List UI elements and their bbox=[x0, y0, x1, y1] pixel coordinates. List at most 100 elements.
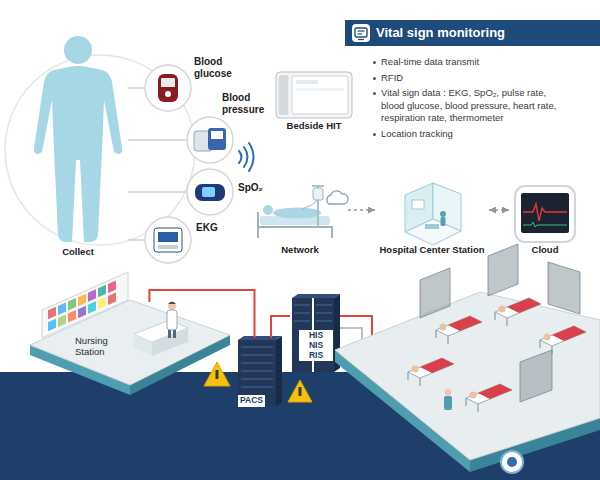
ward-bed-part-part bbox=[408, 358, 454, 378]
bedside-terminal-part bbox=[296, 80, 318, 84]
bullet-row: Location tracking bbox=[372, 128, 594, 141]
wireless-symbol-part bbox=[239, 151, 242, 163]
header-band-part bbox=[355, 28, 367, 37]
connector bbox=[489, 209, 509, 210]
logo-badge-part bbox=[507, 457, 517, 467]
network-bed-illustration-part bbox=[302, 200, 318, 209]
nursing-platform-part bbox=[42, 272, 128, 338]
pacs-server-part-part bbox=[241, 363, 273, 364]
ward-bed bbox=[408, 298, 586, 412]
device-icon bbox=[144, 216, 192, 264]
pacs-server-part bbox=[276, 336, 282, 406]
ward-bed-part-part bbox=[466, 384, 512, 404]
nursing-platform-part-part bbox=[68, 298, 76, 311]
station-area: Nursing Station bbox=[48, 302, 178, 370]
device-circle: SpO₂ bbox=[186, 168, 234, 216]
header-band-part bbox=[345, 20, 600, 46]
ward-bed-part bbox=[444, 396, 452, 410]
his-server-part-part bbox=[294, 313, 310, 314]
device-icon-part bbox=[195, 184, 225, 201]
ward-bed-part-part bbox=[495, 298, 541, 318]
device-icon-part bbox=[145, 217, 191, 263]
pacs-server-part-part bbox=[241, 387, 273, 388]
connector bbox=[271, 316, 290, 338]
node-label: EKG bbox=[196, 222, 236, 234]
device-circle: Blood glucose bbox=[144, 64, 192, 112]
ward-bed-part-part bbox=[552, 346, 553, 354]
node-label: SpO₂ bbox=[238, 182, 278, 194]
ward-bed-part-part bbox=[448, 336, 449, 344]
nursing-platform-part-part bbox=[98, 297, 106, 310]
patient-figure: Collect bbox=[28, 30, 128, 262]
terminal-box: Bedside HIT bbox=[274, 70, 354, 138]
pacs-server-part-part bbox=[241, 371, 273, 372]
warning-triangle-part bbox=[204, 362, 230, 386]
nursing-platform-part-part bbox=[58, 302, 66, 315]
node-label: Collect bbox=[28, 246, 128, 257]
nursing-platform-part bbox=[48, 280, 116, 331]
ward-bed-part-part bbox=[412, 366, 419, 373]
ward-bed-part bbox=[436, 316, 482, 344]
ward-bed-part-part bbox=[436, 330, 437, 338]
network-bed-illustration-part bbox=[327, 191, 348, 204]
network-bed-illustration-part bbox=[312, 185, 324, 187]
his-server bbox=[292, 294, 340, 372]
feature-note: Real-time data transmit bbox=[381, 56, 571, 69]
connector bbox=[128, 191, 186, 193]
node-label: Cloud bbox=[509, 244, 581, 255]
ward-bed-part-part bbox=[478, 384, 512, 399]
ward-partition-part bbox=[520, 350, 552, 402]
ward-bed-part-part bbox=[552, 326, 586, 341]
wireless-symbol-part bbox=[249, 143, 254, 171]
server-rack: PACS bbox=[232, 338, 282, 416]
stage-box: Network bbox=[252, 180, 348, 260]
his-server-part bbox=[294, 305, 332, 321]
device-icon bbox=[186, 116, 234, 164]
network-bed-illustration-part bbox=[273, 208, 321, 219]
ward-bed-part-part bbox=[540, 340, 541, 348]
device-circle: EKG bbox=[144, 216, 192, 264]
bedside-terminal-part bbox=[279, 75, 289, 115]
node-label: Hospital Center Station bbox=[375, 244, 489, 255]
nursing-platform-part bbox=[134, 334, 152, 356]
ward-bed-part-part bbox=[478, 404, 479, 412]
warning-triangle-part bbox=[299, 387, 302, 396]
nursing-platform-part-part bbox=[78, 306, 86, 319]
nursing-platform-part-part bbox=[88, 289, 96, 302]
device-icon-part bbox=[165, 91, 171, 97]
server-rack: HIS NIS RIS bbox=[290, 294, 338, 374]
title-band: Vital sign monitoring bbox=[376, 20, 505, 46]
node-label: Bedside HIT bbox=[274, 120, 354, 131]
bullet-dot bbox=[373, 92, 376, 95]
connector bbox=[128, 139, 186, 141]
nursing-platform-part-part bbox=[78, 294, 86, 307]
network-bed-illustration bbox=[258, 186, 348, 238]
node-label: Blood glucose bbox=[194, 56, 244, 79]
header-band-part bbox=[358, 39, 364, 40]
ward-bed-part-part bbox=[499, 306, 506, 313]
nursing-platform-part-part bbox=[108, 280, 116, 293]
device-icon-part bbox=[211, 131, 223, 139]
nursing-platform-part-part bbox=[48, 319, 56, 332]
his-server-part-part bbox=[294, 305, 310, 306]
cloud-monitor-illustration-part bbox=[515, 186, 575, 242]
pacs-server-part-part bbox=[241, 347, 273, 348]
diagram-title: Vital sign monitoring bbox=[376, 20, 505, 46]
nursing-platform-part bbox=[168, 330, 171, 338]
his-server-part-part bbox=[316, 305, 332, 306]
ward-bed-part bbox=[408, 358, 454, 386]
ward-bed-part-part bbox=[420, 378, 421, 386]
header-band-part bbox=[358, 30, 365, 31]
ward-bed-part-part bbox=[440, 324, 447, 331]
nursing-platform-part-part bbox=[68, 310, 76, 323]
header-band-part bbox=[358, 33, 363, 34]
logo-badge bbox=[501, 451, 523, 473]
nursing-platform-part bbox=[173, 330, 176, 338]
network-bed-illustration-part bbox=[313, 188, 323, 200]
nursing-platform-part-part bbox=[48, 307, 56, 320]
nursing-platform-part bbox=[168, 302, 176, 310]
ward-platform bbox=[335, 292, 600, 472]
cloud-monitor-illustration-part bbox=[523, 204, 567, 221]
connector bbox=[128, 87, 144, 89]
